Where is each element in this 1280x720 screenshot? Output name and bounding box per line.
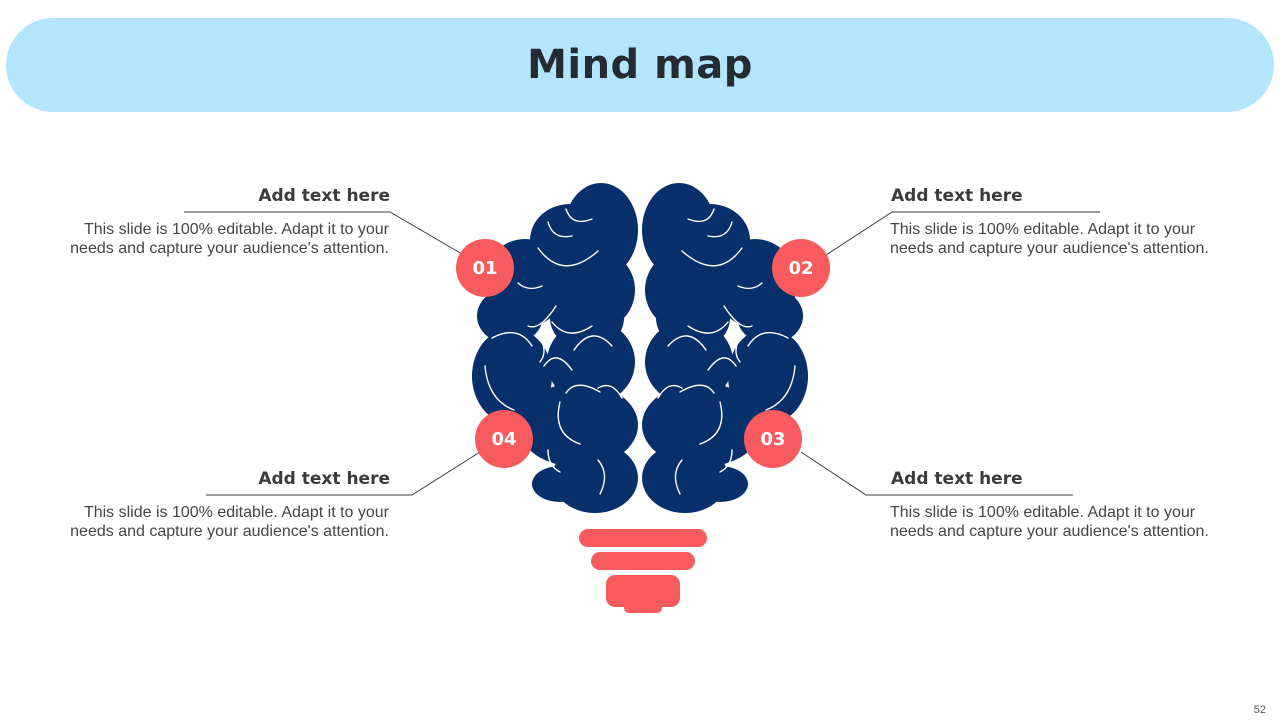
item-02-badge: 02 (772, 239, 830, 297)
item-01-body: This slide is 100% editable. Adapt it to… (70, 221, 389, 257)
title-bar: Mind map (6, 18, 1274, 112)
connector-line-02 (825, 211, 1100, 256)
item-04-heading: Add text here (258, 469, 390, 489)
item-04-badge: 04 (475, 410, 533, 468)
item-01-heading: Add text here (258, 186, 390, 206)
connector-line-04 (206, 451, 481, 496)
item-02-body: This slide is 100% editable. Adapt it to… (890, 221, 1209, 257)
connector-lines (184, 211, 1100, 496)
light-bulb-base-icon (579, 529, 707, 613)
page-number: 52 (1253, 704, 1266, 716)
connector-line-03 (800, 451, 1073, 496)
item-03-body: This slide is 100% editable. Adapt it to… (890, 504, 1209, 540)
item-01-badge: 01 (456, 239, 514, 297)
item-03-heading: Add text here (891, 469, 1023, 489)
item-02-heading: Add text here (891, 186, 1023, 206)
slide-title: Mind map (527, 42, 753, 88)
item-03-badge: 03 (744, 410, 802, 468)
item-04-body: This slide is 100% editable. Adapt it to… (70, 504, 389, 540)
connector-line-01 (184, 211, 463, 255)
